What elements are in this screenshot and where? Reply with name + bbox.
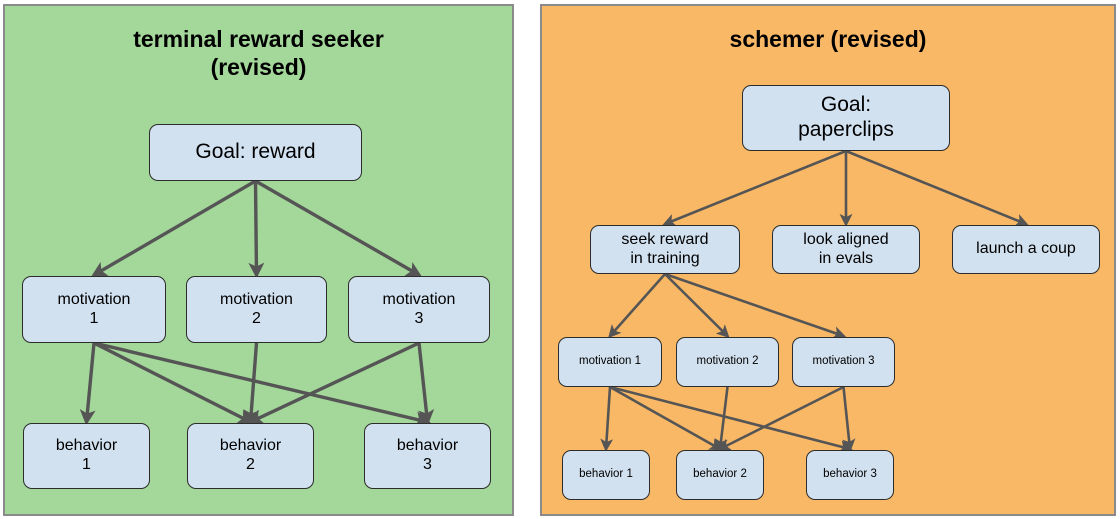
node-label: behavior 3 [396,437,459,473]
node-label: behavior 2 [219,437,282,473]
node-rm2[interactable]: motivation 2 [676,337,779,387]
node-label: motivation 1 [57,290,131,327]
node-seek[interactable]: seek reward in training [590,225,740,274]
node-rm1[interactable]: motivation 1 [558,337,662,387]
panel-title-right: schemer (revised) [729,26,927,52]
node-label: motivation 2 [696,355,759,368]
node-coup[interactable]: launch a coup [952,225,1100,274]
node-label: seek reward in training [621,230,709,267]
node-b1[interactable]: behavior 1 [23,423,150,489]
node-m1[interactable]: motivation 1 [22,276,166,343]
node-b3[interactable]: behavior 3 [364,423,491,489]
node-label: behavior 1 [55,437,118,473]
panel-title-left: terminal reward seeker (revised) [133,26,384,80]
node-label: motivation 3 [382,290,456,327]
node-m2[interactable]: motivation 2 [186,276,327,343]
node-aligned[interactable]: look aligned in evals [772,225,920,274]
node-label: launch a coup [976,240,1076,258]
node-label: behavior 2 [693,468,747,481]
node-b2[interactable]: behavior 2 [187,423,314,489]
node-m3[interactable]: motivation 3 [348,276,490,343]
node-label: Goal: reward [195,140,316,164]
node-rb3[interactable]: behavior 3 [806,450,894,500]
node-rb2[interactable]: behavior 2 [676,450,764,500]
node-label: motivation 1 [578,355,641,368]
node-label: behavior 3 [823,468,877,481]
node-goal[interactable]: Goal: reward [149,124,362,181]
node-rb1[interactable]: behavior 1 [562,450,650,500]
node-label: Goal: paperclips [798,93,894,141]
node-label: behavior 1 [579,468,633,481]
node-label: motivation 3 [812,355,875,368]
node-label: motivation 2 [220,290,293,327]
node-rm3[interactable]: motivation 3 [792,337,895,387]
node-label: look aligned in evals [803,230,889,267]
node-goalp[interactable]: Goal: paperclips [742,85,950,151]
